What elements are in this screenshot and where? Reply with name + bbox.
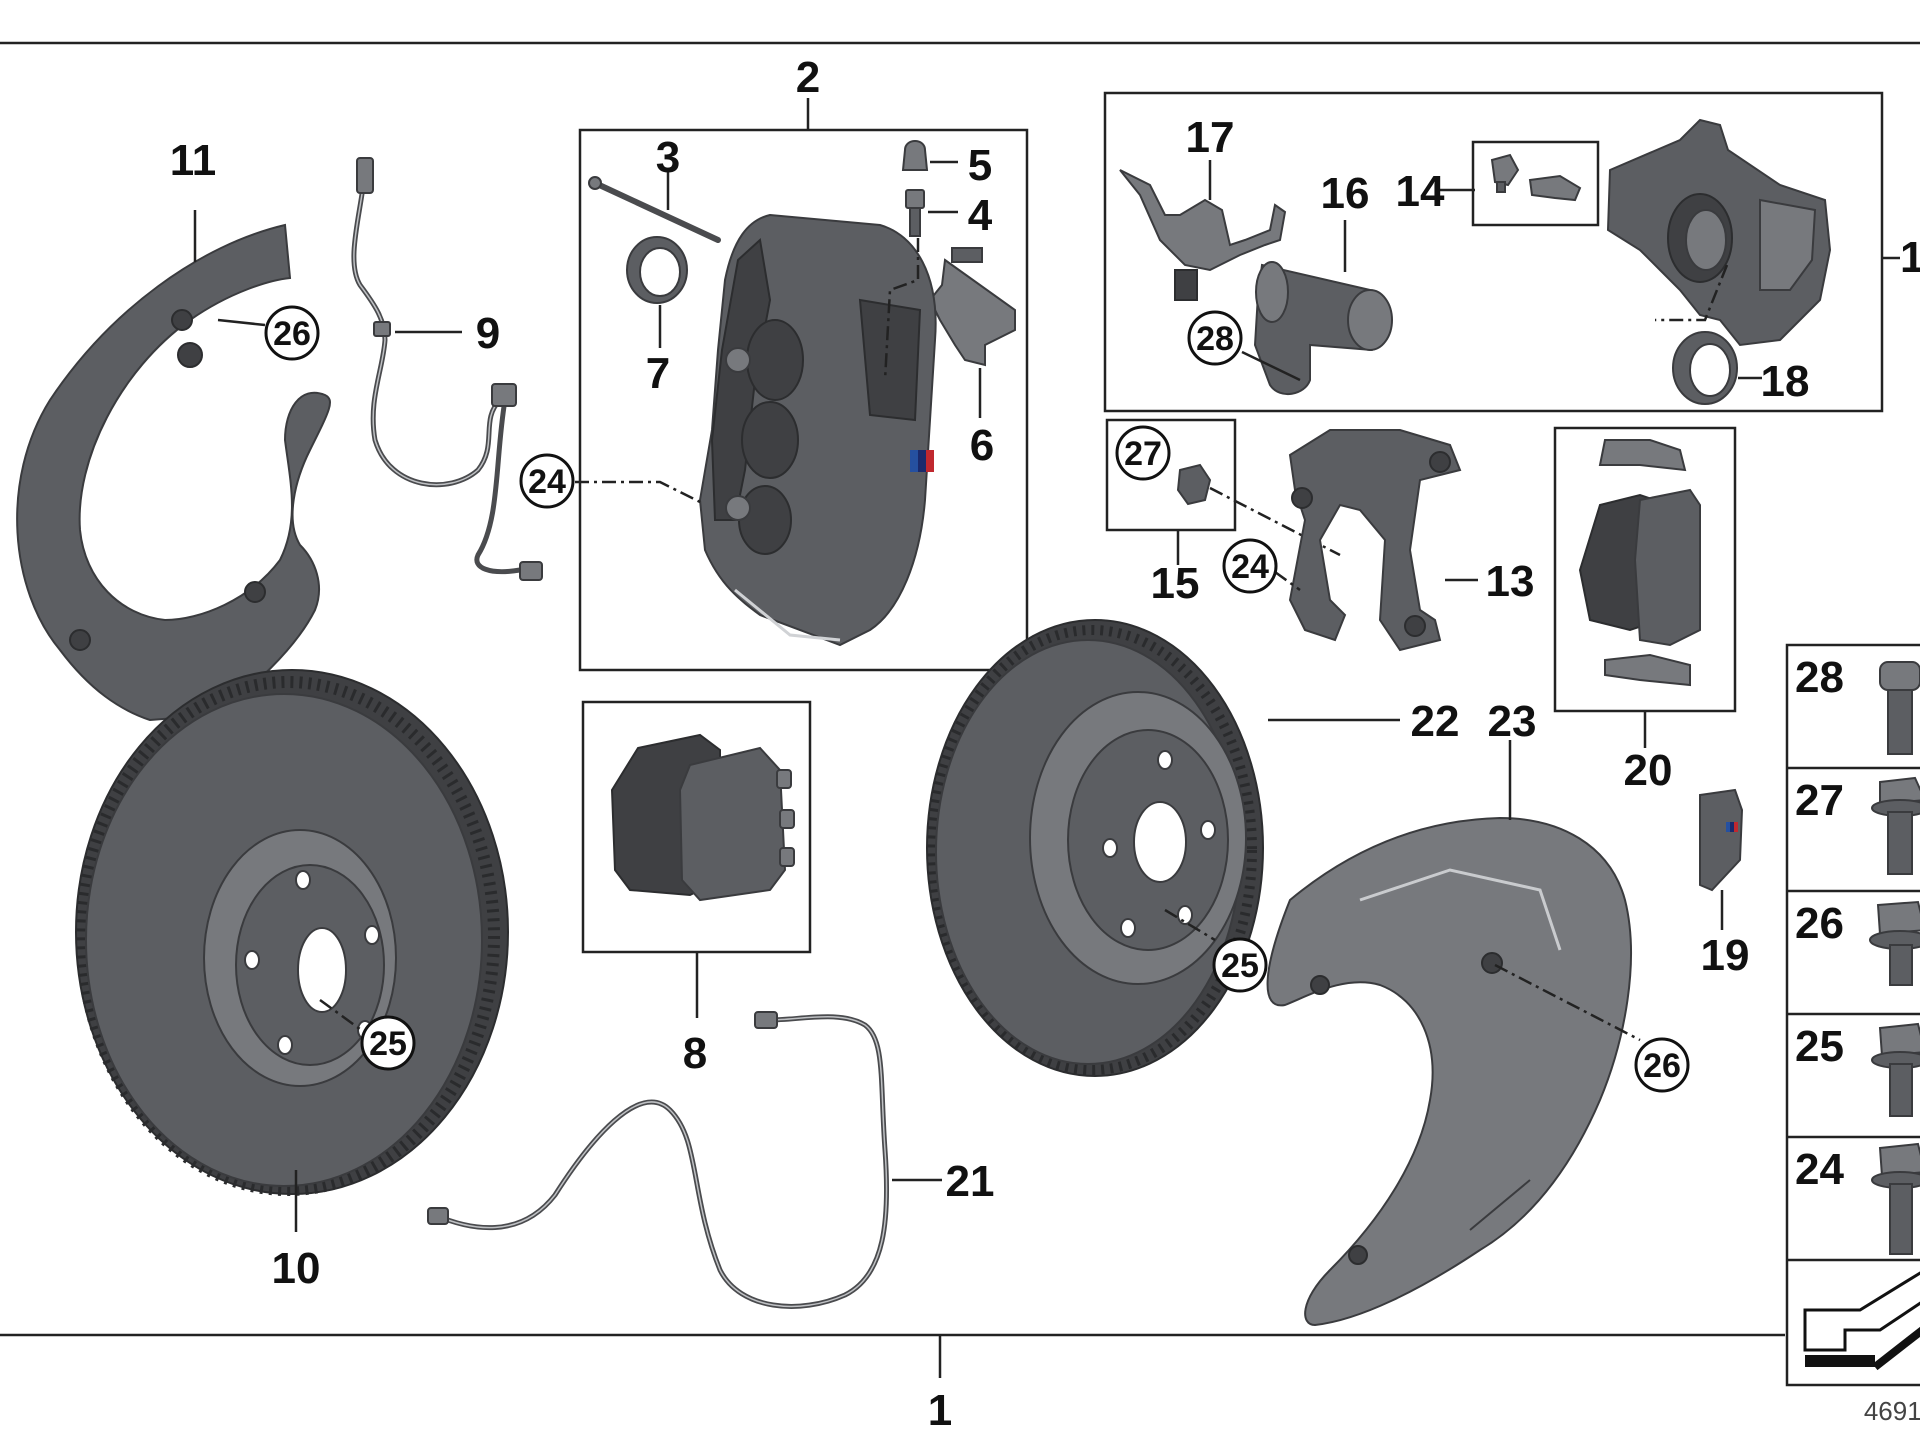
- legend-label-26: 26: [1795, 899, 1844, 948]
- label-14: 14: [1396, 167, 1445, 216]
- part-13-caliper-carrier[interactable]: [1288, 429, 1462, 652]
- callout-28: 28: [1187, 310, 1243, 366]
- label-19: 19: [1701, 931, 1750, 980]
- callout-24a: 24: [519, 453, 575, 509]
- front-direction-arrow-icon: [1803, 1271, 1920, 1371]
- leader-26b: [1494, 963, 1641, 1042]
- torx-bolt-icon: [1879, 661, 1920, 755]
- callout-27: 27: [1115, 425, 1171, 481]
- part-7-seal-ring[interactable]: [626, 236, 688, 304]
- reference-number: 46915: [1864, 1396, 1920, 1426]
- part-16-parking-brake-actuator[interactable]: [1253, 261, 1393, 395]
- svg-text:27: 27: [1124, 435, 1162, 473]
- label-20: 20: [1624, 746, 1673, 795]
- label-12: 1: [1900, 233, 1920, 282]
- m-logo-stripe-red: [926, 450, 934, 472]
- legend-label-24: 24: [1795, 1145, 1844, 1194]
- part-10-front-brake-disc[interactable]: [75, 669, 509, 1196]
- part-11-dust-shield[interactable]: [16, 223, 331, 722]
- part-3-guide-pin[interactable]: [588, 176, 721, 243]
- long-bolt-icon: [1871, 1142, 1920, 1255]
- part-12-rear-brake-caliper[interactable]: [1606, 118, 1832, 347]
- part-20-rear-brake-pads[interactable]: [1578, 439, 1701, 687]
- legend-label-27: 27: [1795, 776, 1844, 825]
- leader-24b: [1274, 570, 1301, 592]
- label-4: 4: [968, 191, 993, 240]
- leader-28a: [1241, 350, 1301, 382]
- part-14-bleeder-kit[interactable]: [1490, 153, 1582, 202]
- part-23-rear-dust-shield[interactable]: [1266, 816, 1632, 1327]
- hex-flange-bolt-icon: [1869, 900, 1920, 986]
- part-21-rear-wear-sensor[interactable]: [427, 1011, 890, 1309]
- part-19-m-badge[interactable]: [1699, 788, 1744, 892]
- part-6-spring-clip[interactable]: [928, 247, 1016, 367]
- svg-text:24: 24: [528, 463, 566, 501]
- callout-26b: 26: [1634, 1037, 1690, 1093]
- leader-4-to-caliper: [883, 238, 920, 381]
- label-10: 10: [272, 1244, 321, 1293]
- m-logo-stripe-blue: [910, 450, 918, 472]
- label-16: 16: [1321, 169, 1370, 218]
- label-21: 21: [946, 1157, 995, 1206]
- svg-text:25: 25: [1221, 947, 1259, 985]
- label-6: 6: [970, 421, 994, 470]
- label-8: 8: [683, 1029, 707, 1078]
- caliper-group-box: [578, 128, 1029, 672]
- bleeder-kit-box: [1471, 140, 1600, 227]
- label-11: 11: [170, 136, 217, 185]
- part-15-bolt-set[interactable]: [1176, 463, 1212, 506]
- part-22-rear-brake-disc[interactable]: [926, 619, 1264, 1077]
- rear-caliper-group-box: [1103, 91, 1884, 413]
- label-5: 5: [968, 141, 992, 190]
- label-3: 3: [656, 133, 680, 182]
- label-18: 18: [1761, 357, 1810, 406]
- flange-bolt-icon: [1871, 776, 1920, 875]
- legend-label-28: 28: [1795, 653, 1844, 702]
- label-7: 7: [646, 349, 670, 398]
- label-1: 1: [928, 1386, 952, 1435]
- svg-text:26: 26: [273, 315, 311, 353]
- label-23: 23: [1488, 697, 1537, 746]
- leader-to-seal-18: [1655, 264, 1729, 322]
- part-9-wear-sensor[interactable]: [351, 157, 543, 581]
- legend-label-25: 25: [1795, 1022, 1844, 1071]
- leader-24a: [575, 480, 701, 504]
- callout-25b: 25: [1212, 937, 1268, 993]
- leader-25b: [1164, 908, 1216, 942]
- label-22: 22: [1411, 697, 1460, 746]
- fastener-legend: 28 27 26 25 24: [1785, 643, 1920, 1387]
- part-18-rear-seal[interactable]: [1672, 331, 1738, 405]
- callout-25a: 25: [360, 1015, 416, 1071]
- callout-24b: 24: [1222, 538, 1278, 594]
- part-2-brake-caliper[interactable]: [698, 213, 937, 647]
- svg-text:25: 25: [369, 1025, 407, 1063]
- label-9: 9: [476, 309, 500, 358]
- hex-bolt-icon: [1871, 1022, 1920, 1117]
- callout-26a: 26: [217, 305, 320, 361]
- part-8-brake-pads[interactable]: [610, 733, 795, 902]
- label-13: 13: [1486, 557, 1535, 606]
- svg-text:26: 26: [1643, 1047, 1681, 1085]
- svg-text:28: 28: [1196, 320, 1234, 358]
- m-logo-stripe-darkblue: [918, 450, 926, 472]
- label-15: 15: [1151, 559, 1200, 608]
- part-5-bleeder-cap[interactable]: [901, 140, 929, 171]
- label-17: 17: [1186, 113, 1235, 162]
- label-2: 2: [796, 53, 820, 102]
- bolt-set-box-15: [1105, 418, 1237, 532]
- svg-text:24: 24: [1231, 548, 1269, 586]
- part-4-bleeder-screw[interactable]: [905, 189, 925, 237]
- part-17-bracket[interactable]: [1119, 169, 1287, 301]
